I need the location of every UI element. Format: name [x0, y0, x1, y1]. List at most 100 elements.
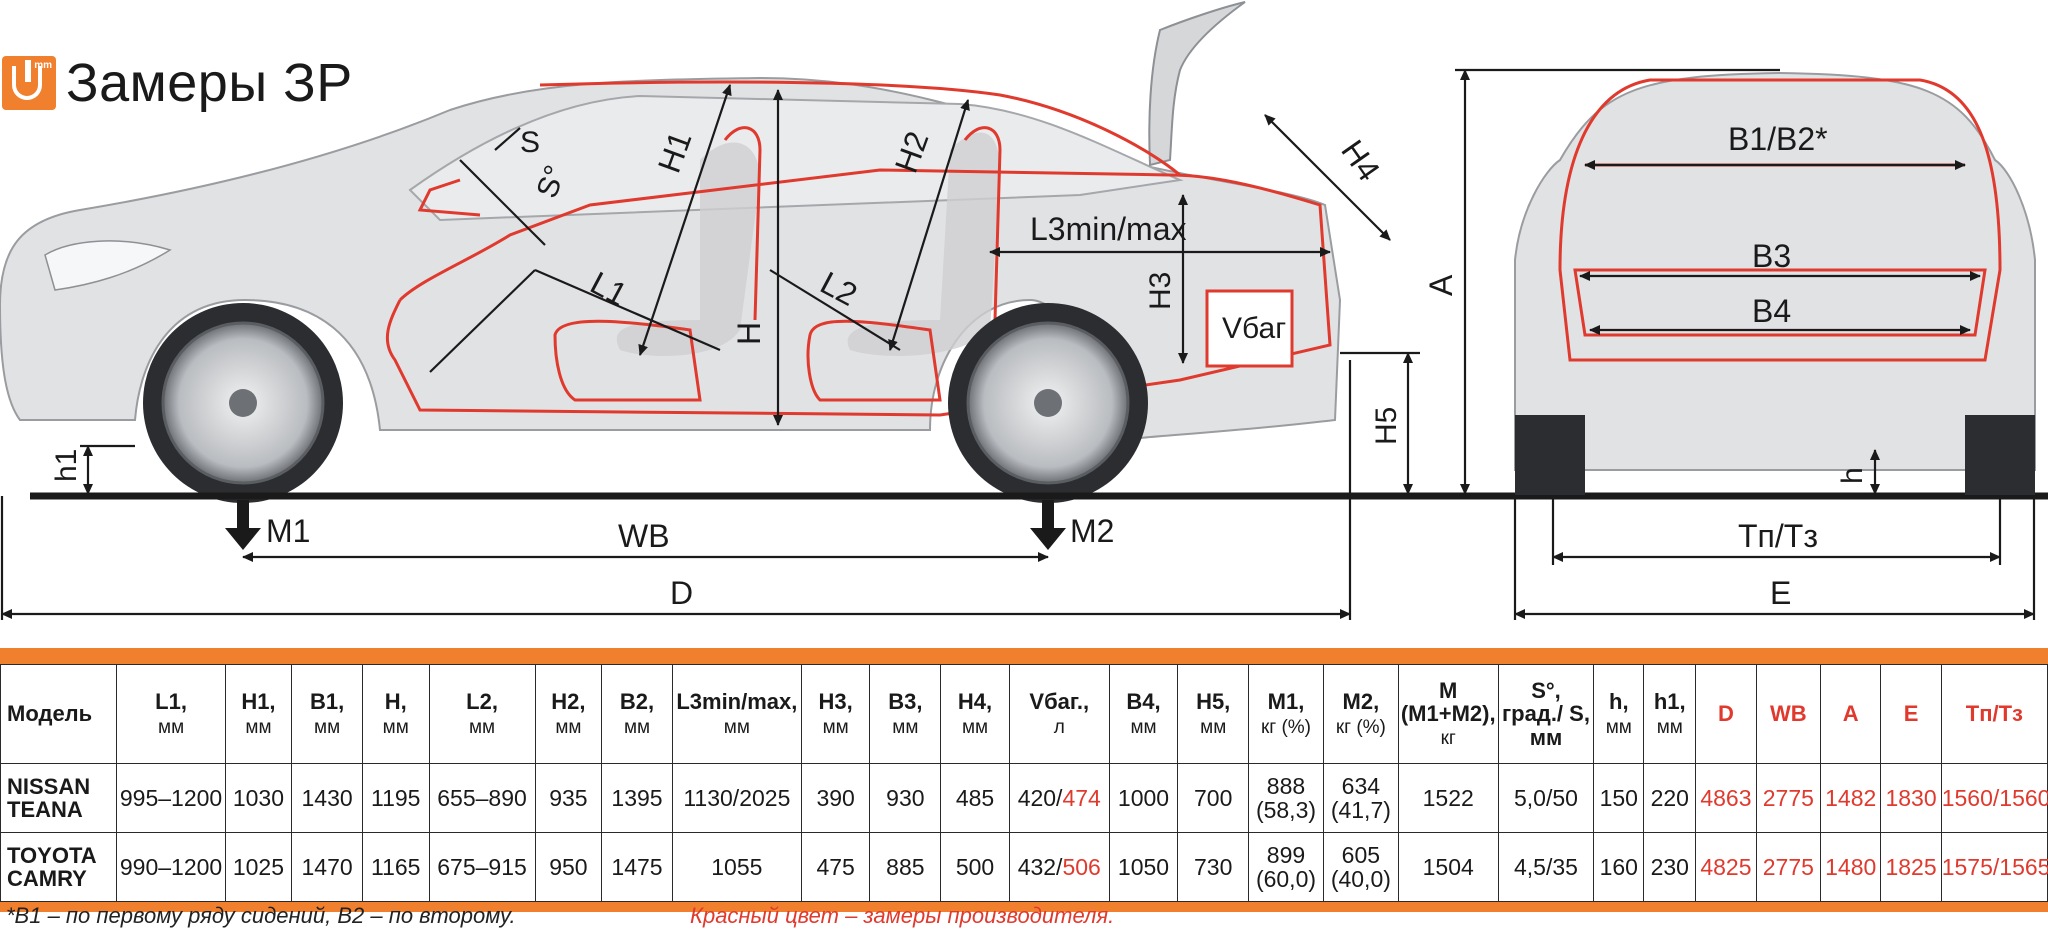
col-header: B3,мм [869, 664, 942, 764]
table-cell: 935 [534, 763, 603, 833]
table-cell: 700 [1177, 763, 1250, 833]
label-WB: WB [618, 518, 670, 554]
col-header: h,мм [1593, 664, 1645, 764]
table-cell: 1560/1560 [1940, 763, 2048, 833]
measurements-table-section: Модель L1,мм H1,мм B1,мм H,мм L2,мм H2,м… [0, 648, 2048, 912]
table-cell: 1825 [1880, 832, 1942, 902]
table-cell: 160 [1593, 832, 1645, 902]
label-h: h [1836, 467, 1869, 484]
col-header: M1,кг (%) [1248, 664, 1324, 764]
table-cell: 150 [1593, 763, 1645, 833]
col-header: H,мм [361, 664, 430, 764]
table-header-row: Модель L1,мм H1,мм B1,мм H,мм L2,мм H2,м… [0, 664, 2048, 764]
col-header: S°, град./ S, мм [1497, 664, 1595, 764]
table-cell: 634 (41,7) [1322, 763, 1399, 833]
table-cell: 2775 [1755, 832, 1822, 902]
table-cell: 1195 [361, 763, 430, 833]
table-cell: 730 [1177, 832, 1250, 902]
label-H3: H3 [1144, 272, 1177, 310]
col-header: h1,мм [1643, 664, 1697, 764]
table-cell: 1430 [291, 763, 363, 833]
table-cell: 1475 [601, 832, 673, 902]
table-cell: 990–1200 [116, 832, 226, 902]
rear-wheel [948, 303, 1148, 503]
label-H: H [731, 322, 767, 345]
label-E: E [1770, 575, 1791, 611]
table-cell: 1395 [601, 763, 673, 833]
table-cell: 485 [940, 763, 1010, 833]
table-cell: 885 [869, 832, 942, 902]
car-dimensions-diagram: S S° H1 H2 H L1 L2 L3min/max H3 Vбаг H4 … [0, 1, 2048, 620]
label-D: D [670, 575, 693, 611]
table-cell: 1000 [1108, 763, 1179, 833]
page-title: Замеры ЗР [66, 53, 353, 113]
legend-note: Красный цвет – замеры производителя. [690, 903, 1115, 928]
col-header: H2,мм [534, 664, 603, 764]
table-cell: 230 [1643, 832, 1697, 902]
col-header: B2,мм [601, 664, 673, 764]
col-header: M (M1+M2),кг [1397, 664, 1499, 764]
page-header: mm Замеры ЗР [0, 48, 353, 118]
table-cell: 675–915 [428, 832, 536, 902]
col-header: B1,мм [291, 664, 363, 764]
table-cell: 1522 [1397, 763, 1499, 833]
table-cell: 995–1200 [116, 763, 226, 833]
accent-bar [0, 648, 2048, 664]
table-cell: 1830 [1880, 763, 1942, 833]
label-H5: H5 [1370, 407, 1403, 445]
label-L3: L3min/max [1030, 211, 1187, 247]
table-cell: 950 [534, 832, 603, 902]
table-cell: 1575/1565 [1940, 832, 2048, 902]
col-header: Vбаг.,л [1008, 664, 1110, 764]
table-cell: 500 [940, 832, 1010, 902]
table-row: NISSAN TEANA 995–1200 1030 1430 1195 655… [0, 763, 2048, 833]
caliper-logo-icon: mm [2, 56, 56, 110]
label-H4: H4 [1334, 133, 1387, 187]
table-cell: 1504 [1397, 832, 1499, 902]
label-T: Tп/Tз [1738, 518, 1818, 554]
footnote: *B1 – по первому ряду сидений, B2 – по в… [6, 903, 516, 928]
table-cell: 390 [800, 763, 871, 833]
col-header: Tп/Tз [1940, 664, 2048, 764]
col-header: H5,мм [1177, 664, 1250, 764]
col-header: H1,мм [224, 664, 293, 764]
col-header: E [1880, 664, 1942, 764]
label-B3: B3 [1752, 238, 1791, 274]
table-cell: 899 (60,0) [1248, 832, 1324, 902]
label-B4: B4 [1752, 293, 1791, 329]
table-cell: 1165 [361, 832, 430, 902]
table-cell: 2775 [1755, 763, 1822, 833]
table-cell: 5,0/50 [1497, 763, 1595, 833]
table-cell: 1470 [291, 832, 363, 902]
table-cell: 475 [800, 832, 871, 902]
table-cell: 605 (40,0) [1322, 832, 1399, 902]
col-header: M2,кг (%) [1322, 664, 1399, 764]
col-header: A [1820, 664, 1882, 764]
col-header: H3,мм [800, 664, 871, 764]
col-header: B4,мм [1108, 664, 1179, 764]
table-cell: 1130/2025 [671, 763, 802, 833]
table-cell: 655–890 [428, 763, 536, 833]
table-cell: 1050 [1108, 832, 1179, 902]
table-cell: 1482 [1820, 763, 1882, 833]
col-header: WB [1755, 664, 1822, 764]
col-header: L2,мм [428, 664, 536, 764]
table-cell: 4863 [1695, 763, 1757, 833]
accent-bar-bottom [0, 902, 2048, 912]
table-cell: 420/474 [1008, 763, 1110, 833]
table-cell: 1025 [224, 832, 293, 902]
col-header: L1,мм [116, 664, 226, 764]
label-M2: M2 [1070, 513, 1114, 549]
col-header: L3min/max,мм [671, 664, 802, 764]
footer-notes: *B1 – по первому ряду сидений, B2 – по в… [0, 903, 2048, 932]
table-cell: 1030 [224, 763, 293, 833]
table-cell: 432/506 [1008, 832, 1110, 902]
table-cell: 888 (58,3) [1248, 763, 1324, 833]
front-wheel [143, 303, 343, 503]
col-header: D [1695, 664, 1757, 764]
table-cell: 930 [869, 763, 942, 833]
col-header: H4,мм [940, 664, 1010, 764]
label-h1: h1 [50, 449, 83, 482]
table-cell: 1055 [671, 832, 802, 902]
table-cell: 4,5/35 [1497, 832, 1595, 902]
